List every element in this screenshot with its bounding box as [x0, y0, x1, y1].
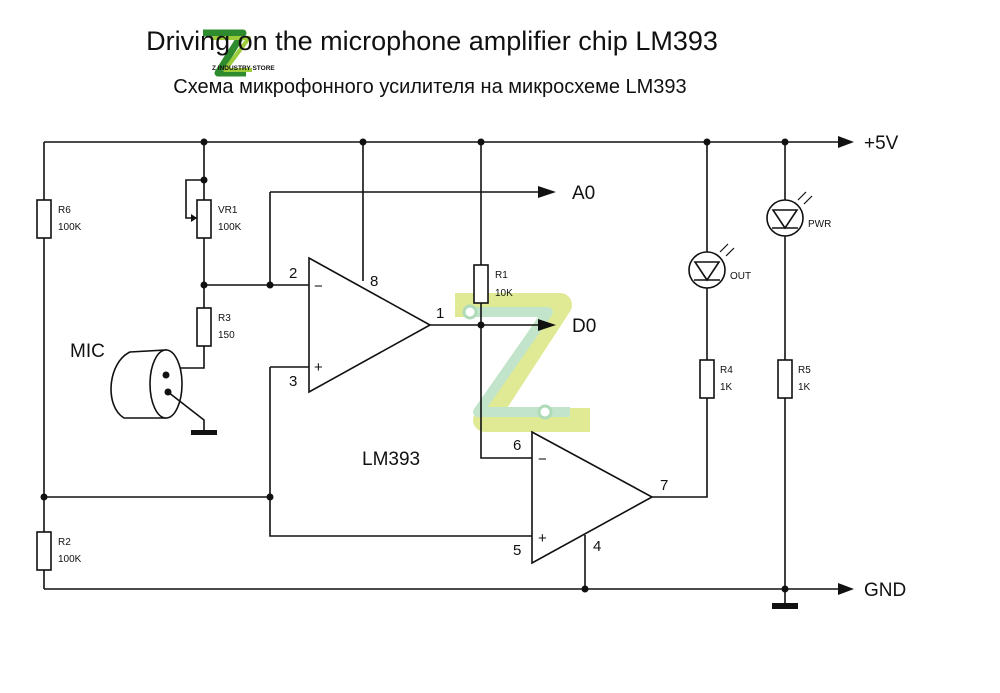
comp-b-pin-out: 7 — [660, 477, 668, 494]
r5-name: R5 — [798, 365, 811, 376]
diagram-subtitle: Схема микрофонного усилителя на микросхе… — [173, 76, 686, 98]
comp-a-pin-noninv: 3 — [289, 373, 297, 390]
mic-ground-symbol — [191, 430, 217, 435]
resistor-r6: R6 100K — [36, 142, 82, 497]
comp-b-plus: + — [538, 530, 547, 547]
led-pwr: PWR — [766, 142, 831, 360]
led-out: OUT — [688, 142, 751, 360]
vcc-rail: +5V — [44, 133, 899, 154]
comparator-b: − + 6 5 7 4 — [513, 430, 668, 589]
comp-b-minus: − — [538, 451, 547, 468]
led-pwr-label: PWR — [808, 219, 831, 230]
r4-value: 1K — [720, 382, 733, 393]
potentiometer-vr1: VR1 100K — [185, 142, 242, 308]
vr1-value: 100K — [218, 222, 242, 233]
logo-brand-text: Z INDUSTRY STORE — [212, 65, 275, 72]
comp-a-pin-inv: 2 — [289, 265, 297, 282]
resistor-r3: R3 150 — [172, 307, 235, 369]
resistor-r1: R1 10K — [473, 142, 532, 459]
r6-name: R6 — [58, 205, 71, 216]
gnd-label: GND — [864, 580, 906, 601]
r3-value: 150 — [218, 330, 235, 341]
junction-dots — [40, 138, 789, 593]
chip-label: LM393 — [362, 449, 420, 470]
resistor-r2: R2 100K — [36, 497, 82, 589]
led-out-label: OUT — [730, 271, 751, 282]
watermark-logo — [455, 293, 590, 432]
microphone: MIC — [70, 341, 217, 435]
resistor-r5: R5 1K — [777, 359, 811, 589]
r4-name: R4 — [720, 365, 733, 376]
vr1-name: VR1 — [218, 205, 238, 216]
ground-symbol — [772, 603, 798, 609]
diagram-title: Driving on the microphone amplifier chip… — [146, 26, 718, 56]
comp-b-pin-inv: 6 — [513, 437, 521, 454]
mic-label: MIC — [70, 341, 105, 362]
r5-value: 1K — [798, 382, 811, 393]
r2-name: R2 — [58, 537, 71, 548]
resistor-r4: R4 1K — [699, 359, 733, 399]
r1-value: 10K — [495, 288, 513, 299]
r2-value: 100K — [58, 554, 82, 565]
comp-a-pin-out: 1 — [436, 305, 444, 322]
d0-label: D0 — [572, 316, 596, 337]
vcc-label: +5V — [864, 133, 899, 154]
comp-b-pin-noninv: 5 — [513, 542, 521, 559]
r1-name: R1 — [495, 270, 508, 281]
reference-wire — [269, 367, 532, 537]
comp-a-plus: + — [314, 359, 323, 376]
store-logo: Z INDUSTRY STORE — [203, 29, 275, 77]
r3-name: R3 — [218, 313, 231, 324]
comp-a-pin-vcc: 8 — [370, 273, 378, 290]
comparator-a: − + 2 3 1 8 — [289, 142, 444, 394]
a0-label: A0 — [572, 183, 595, 204]
comp-a-minus: − — [314, 278, 323, 295]
r6-value: 100K — [58, 222, 82, 233]
comp-b-pin-gnd: 4 — [593, 538, 601, 555]
gnd-rail: GND — [44, 580, 906, 609]
